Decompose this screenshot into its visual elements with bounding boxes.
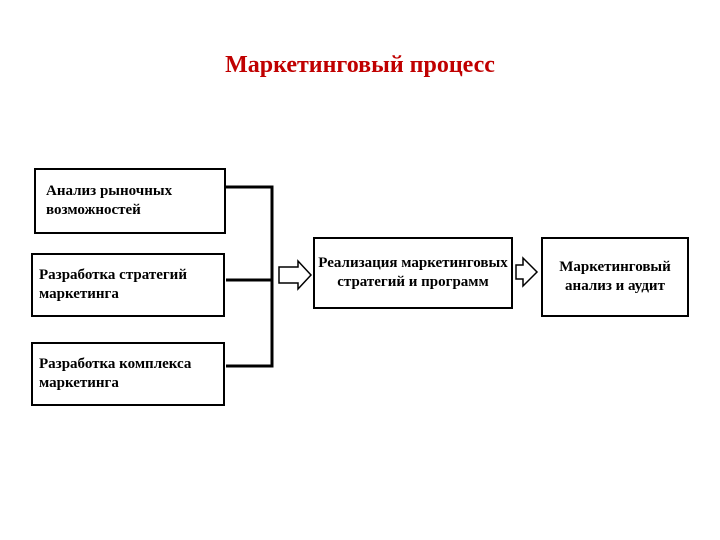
diagram-title: Маркетинговый процесс — [225, 52, 495, 78]
arrow-to-audit — [515, 256, 539, 288]
arrow-to-implementation — [278, 259, 313, 291]
strategy-development-label: Разработка стратегий маркетинга — [39, 267, 187, 302]
implementation-box: Реализация маркетинговых стратегий и про… — [313, 237, 513, 309]
analysis-audit-label: Маркетинговый анализ и аудит — [559, 259, 671, 294]
connector-line-top — [226, 185, 274, 368]
implementation-label: Реализация маркетинговых стратегий и про… — [318, 255, 508, 290]
market-analysis-box: Анализ рыночных возможностей — [34, 168, 226, 234]
analysis-audit-box: Маркетинговый анализ и аудит — [541, 237, 689, 317]
strategy-development-box: Разработка стратегий маркетинга — [31, 253, 225, 317]
marketing-mix-box: Разработка комплекса маркетинга — [31, 342, 225, 406]
market-analysis-label: Анализ рыночных возможностей — [46, 183, 173, 218]
marketing-mix-label: Разработка комплекса маркетинга — [39, 356, 192, 391]
